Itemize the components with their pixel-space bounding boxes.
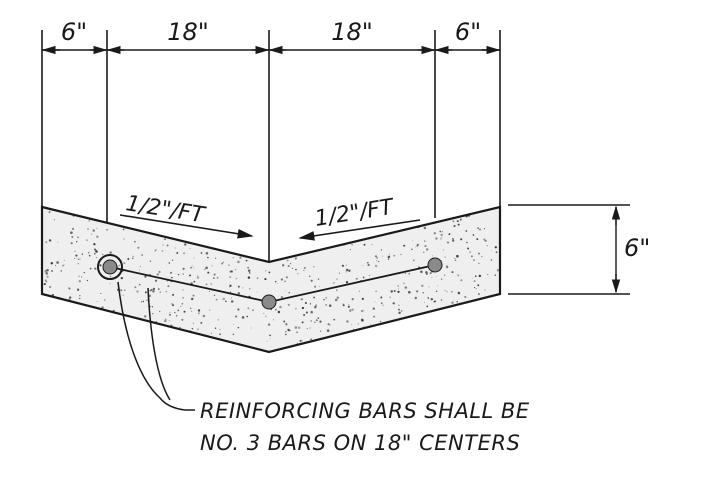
- rebar-circle-left-outer: [97, 254, 123, 280]
- note-line-2: NO. 3 BARS ON 18" CENTERS: [200, 431, 520, 455]
- leader-line-1: [117, 281, 186, 411]
- dim-label-4: 6": [455, 18, 481, 46]
- note-line-1: REINFORCING BARS SHALL BE: [200, 399, 530, 423]
- slope-arrow-right: [298, 219, 421, 241]
- dim-label-2: 18": [167, 18, 209, 46]
- concrete-section: [40, 205, 502, 354]
- slope-arrow-left: [119, 214, 254, 239]
- slope-label-right: 1/2"/FT: [313, 195, 397, 232]
- rebar-left: [102, 259, 118, 275]
- leader-line-2: [147, 287, 171, 401]
- depth-label: 6": [624, 234, 650, 262]
- dim-label-3: 18": [331, 18, 373, 46]
- rebar-right: [427, 257, 443, 273]
- rebar-center: [261, 294, 277, 310]
- dim-label-1: 6": [61, 18, 87, 46]
- concrete-aggregate-texture: [43, 210, 500, 344]
